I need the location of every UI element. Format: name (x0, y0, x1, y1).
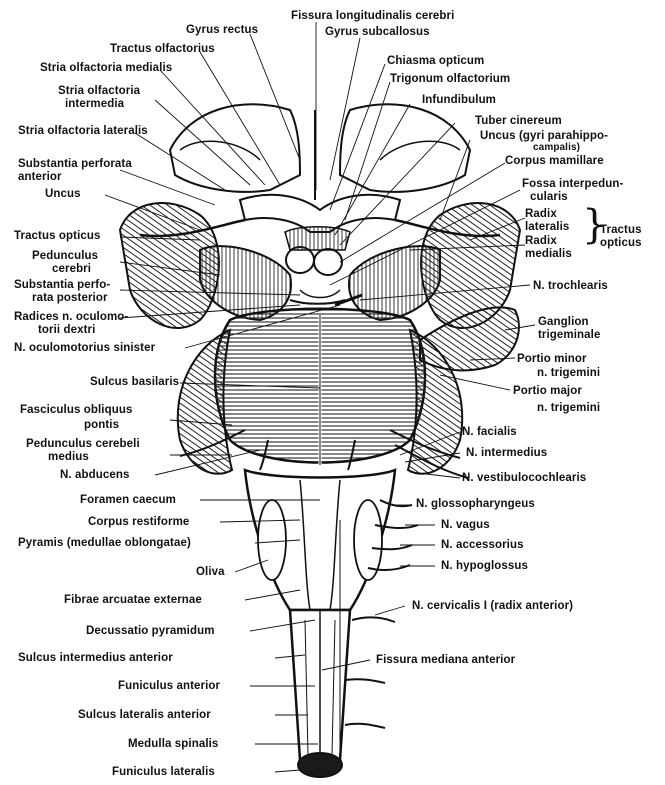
label-portio-major-2: n. trigemini (537, 402, 601, 414)
label-n-oculomotorius-sinister: N. oculomotorius sinister (14, 342, 156, 354)
label-radix-medialis-2: medialis (525, 248, 572, 260)
label-uncus-gyri-2: campalis) (533, 142, 581, 153)
mammillary-bodies (284, 226, 351, 276)
label-pedunculus-cerebelli-2: medius (48, 451, 89, 463)
label-stria-olfactoria-lateralis: Stria olfactoria lateralis (18, 125, 148, 137)
label-gyrus-subcallosus: Gyrus subcallosus (325, 26, 430, 38)
label-pedunculus-cerebri-1: Pedunculus (32, 250, 99, 262)
label-n-trochlearis: N. trochlearis (533, 280, 608, 292)
label-infundibulum: Infundibulum (422, 94, 497, 106)
label-gyrus-rectus: Gyrus rectus (186, 24, 259, 36)
label-radices-oculomotorii-2: torii dextri (38, 324, 96, 336)
label-n-vestibulocochlearis: N. vestibulocochlearis (462, 472, 587, 484)
label-n-intermedius: N. intermedius (466, 447, 548, 459)
pons (213, 307, 427, 465)
label-substantia-perforata-posterior-1: Substantia perfo- (14, 279, 111, 291)
label-tractus-opticus: Tractus opticus (14, 230, 101, 242)
label-fissura-longitudinalis: Fissura longitudinalis cerebri (291, 10, 455, 22)
label-fasciculus-obliquus-2: pontis (84, 419, 120, 431)
label-corpus-mamillare: Corpus mamillare (505, 155, 604, 167)
label-funiculus-anterior: Funiculus anterior (118, 680, 221, 692)
medulla-oblongata (243, 468, 397, 612)
bracket-icon: } (582, 202, 608, 248)
label-n-cervicalis: N. cervicalis I (radix anterior) (412, 600, 574, 612)
cerebral-peduncles (199, 245, 441, 322)
label-fissura-mediana-anterior: Fissura mediana anterior (376, 654, 516, 666)
label-portio-minor-1: Portio minor (517, 353, 587, 365)
label-portio-minor-2: n. trigemini (537, 367, 601, 379)
label-n-hypoglossus: N. hypoglossus (441, 560, 529, 572)
label-stria-olfactoria-intermedia-1: Stria olfactoria (58, 85, 141, 97)
optic-chiasm (139, 193, 501, 238)
label-sulcus-basilaris: Sulcus basilaris (90, 376, 180, 388)
label-chiasma-opticum: Chiasma opticum (387, 55, 485, 67)
label-sulcus-lateralis-anterior: Sulcus lateralis anterior (78, 709, 211, 721)
label-ganglion-trigeminale-1: Ganglion (538, 316, 589, 328)
label-portio-major-1: Portio major (513, 385, 582, 397)
label-radices-oculomotorii-1: Radices n. oculomo- (14, 311, 129, 323)
label-foramen-caecum: Foramen caecum (80, 494, 176, 506)
label-sulcus-intermedius-anterior: Sulcus intermedius anterior (18, 652, 173, 664)
label-substantia-perforata-posterior-2: rata posterior (32, 292, 108, 304)
label-funiculus-lateralis: Funiculus lateralis (112, 766, 215, 778)
label-n-accessorius: N. accessorius (441, 539, 524, 551)
label-pyramis: Pyramis (medullae oblongatae) (18, 537, 191, 549)
label-radix-lateralis-2: lateralis (525, 221, 570, 233)
trigeminal-ganglion (419, 306, 520, 372)
label-pedunculus-cerebri-2: cerebri (52, 263, 92, 275)
label-substantia-perforata-anterior-2: anterior (18, 171, 62, 183)
label-decussatio-pyramidum: Decussatio pyramidum (86, 625, 215, 637)
label-uncus: Uncus (45, 188, 81, 200)
spinal-cord (288, 608, 352, 778)
label-n-abducens: N. abducens (60, 469, 130, 481)
label-pedunculus-cerebelli-1: Pedunculus cerebeli (26, 438, 140, 450)
label-radix-medialis-1: Radix (525, 235, 557, 247)
label-tractus-opticus-right-2: opticus (600, 237, 642, 249)
label-fossa-interpeduncularis-2: cularis (530, 191, 568, 203)
label-n-glossopharyngeus: N. glossopharyngeus (416, 498, 535, 510)
leader-lines (104, 22, 536, 773)
label-oliva: Oliva (196, 566, 225, 578)
frontal-lobe-base (168, 103, 472, 200)
label-tractus-olfactorius: Tractus olfactorius (110, 43, 215, 55)
label-corpus-restiforme: Corpus restiforme (88, 516, 190, 528)
label-ganglion-trigeminale-2: trigeminale (538, 329, 601, 341)
label-n-vagus: N. vagus (441, 519, 490, 531)
label-stria-olfactoria-medialis: Stria olfactoria medialis (40, 62, 173, 74)
label-tuber-cinereum: Tuber cinereum (475, 115, 562, 127)
label-fossa-interpeduncularis-1: Fossa interpedun- (522, 178, 624, 190)
label-tractus-opticus-right-1: Tractus (600, 224, 642, 236)
label-substantia-perforata-anterior-1: Substantia perforata (18, 158, 132, 170)
label-fibrae-arcuatae: Fibrae arcuatae externae (64, 594, 202, 606)
label-stria-olfactoria-intermedia-2: intermedia (65, 98, 125, 110)
nerve-roots-left (179, 293, 363, 471)
label-radix-lateralis-1: Radix (525, 208, 557, 220)
label-fasciculus-obliquus-1: Fasciculus obliquus (20, 404, 133, 416)
label-trigonum-olfactorium: Trigonum olfactorium (390, 73, 511, 85)
label-uncus-gyri-1: Uncus (gyri parahippo- (480, 130, 609, 142)
label-medulla-spinalis: Medulla spinalis (128, 738, 219, 750)
label-n-facialis: N. facialis (462, 426, 517, 438)
